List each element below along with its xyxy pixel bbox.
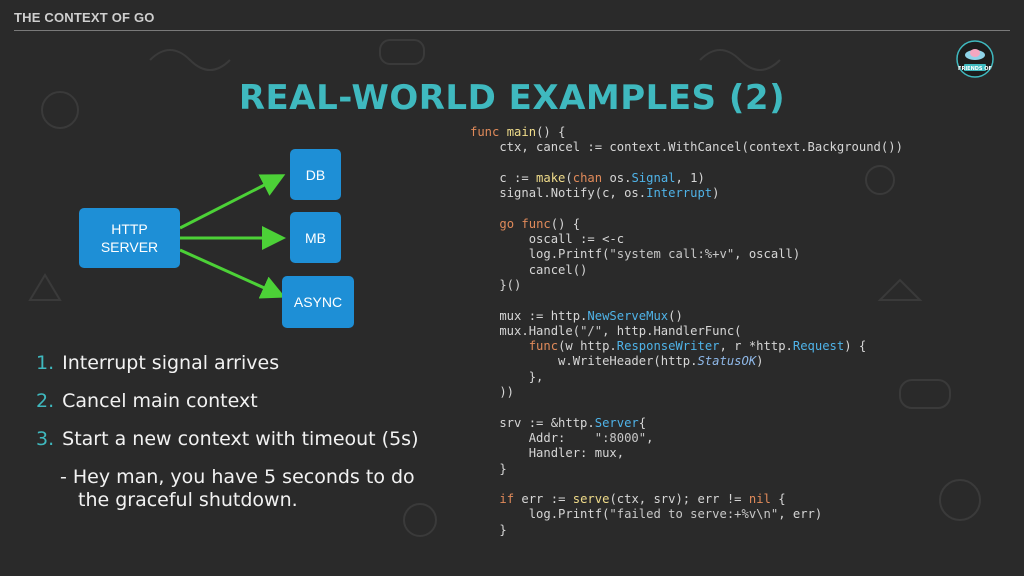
code-line: Handler: mux, <box>470 446 625 461</box>
http-server-line2: SERVER <box>100 239 159 255</box>
code-line: cancel() <box>470 262 588 277</box>
code-line: log.Printf("failed to serve:+%v\n", err) <box>470 507 823 522</box>
code-block: func main() { ctx, cancel := context.Wit… <box>470 125 903 538</box>
header-divider <box>14 30 1010 31</box>
step-number: 2. <box>36 390 55 412</box>
step-number: 3. <box>36 428 55 450</box>
code-line: } <box>470 461 507 476</box>
code-line: }() <box>470 277 522 292</box>
code-line: mux.Handle("/", http.HandlerFunc( <box>470 323 742 338</box>
http-server-box: HTTP SERVER <box>79 208 180 268</box>
arrow-to-async <box>179 248 286 299</box>
arrow-to-db <box>179 174 286 230</box>
slide-title: REAL-WORLD EXAMPLES (2) <box>238 78 786 118</box>
step-text: Interrupt signal arrives <box>62 352 280 374</box>
code-line: oscall := <-c <box>470 232 625 247</box>
step-item: 2. Cancel main context <box>36 390 476 428</box>
code-line: } <box>470 522 507 537</box>
badge-label: FRIENDS OF <box>958 66 992 72</box>
architecture-diagram: HTTP SERVER DB MB ASYNC <box>70 140 390 340</box>
mb-box: MB <box>290 212 341 263</box>
db-box: DB <box>290 149 341 200</box>
code-line: )) <box>470 385 515 400</box>
code-line: go func() { <box>499 216 581 231</box>
code-line: }, <box>470 369 544 384</box>
steps-list: 1. Interrupt signal arrives 2. Cancel ma… <box>36 352 476 512</box>
async-box: ASYNC <box>282 276 354 328</box>
code-line: func main() { <box>470 125 566 139</box>
step-item: 3. Start a new context with timeout (5s) <box>36 428 476 466</box>
code-line: srv := &http.Server{ <box>470 415 647 430</box>
step-text: Cancel main context <box>62 390 258 412</box>
header-title: THE CONTEXT OF GO <box>14 10 155 25</box>
code-line: signal.Notify(c, os.Interrupt) <box>470 186 720 201</box>
step-number: 1. <box>36 352 55 374</box>
step-note-line1: - Hey man, you have 5 seconds to do <box>60 466 415 488</box>
diagram-arrows <box>179 174 286 299</box>
code-line: ctx, cancel := context.WithCancel(contex… <box>470 140 903 155</box>
step-text: Start a new context with timeout (5s) <box>62 428 419 450</box>
code-line: w.WriteHeader(http.StatusOK) <box>470 354 764 369</box>
http-server-line1: HTTP <box>111 221 148 237</box>
step-note-line2: the graceful shutdown. <box>78 489 298 511</box>
code-line: func(w http.ResponseWriter, r *http.Requ… <box>528 339 867 354</box>
step-item: 1. Interrupt signal arrives <box>36 352 476 390</box>
friends-of-go-badge-icon: FRIENDS OF <box>956 40 994 78</box>
code-line: if err := serve(ctx, srv); err != nil { <box>499 492 786 507</box>
code-line: log.Printf("system call:%+v", oscall) <box>470 247 801 262</box>
step-note: - Hey man, you have 5 seconds to do the … <box>36 466 476 512</box>
code-line: c := make(chan os.Signal, 1) <box>470 170 705 185</box>
code-line: mux := http.NewServeMux() <box>470 308 683 323</box>
code-line: Addr: ":8000", <box>470 430 654 445</box>
